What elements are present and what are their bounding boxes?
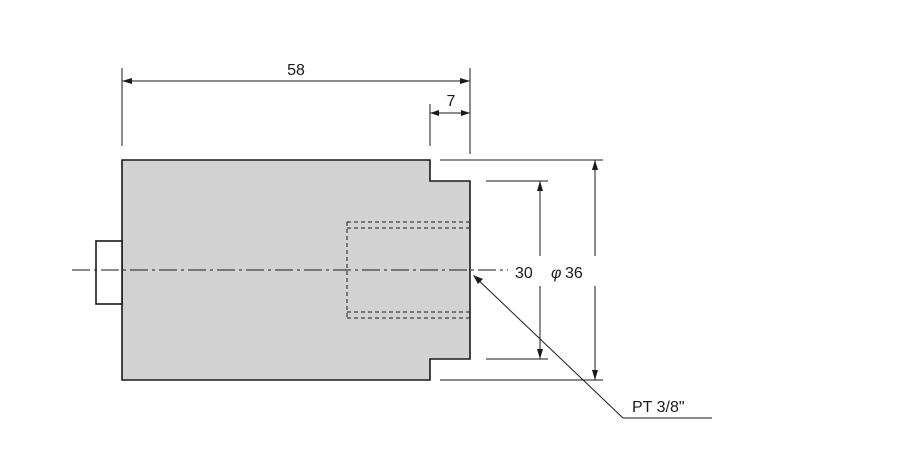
overall-length-label: 58 [287,62,305,79]
outer-diameter-label: 36 [565,265,583,282]
overall-length-dimension: 58 [121,62,471,154]
outer-diameter-dimension: φ 36 [551,160,598,380]
step-length-dimension: 7 [429,93,470,146]
thread-callout-label: PT 3/8" [632,399,685,416]
step-length-label: 7 [447,93,456,110]
bore-diameter-dimension: 30 [515,181,543,359]
threaded-bore-hidden-lines [346,221,470,319]
thread-callout-leader: PT 3/8" [473,275,712,419]
body-outline [121,159,471,381]
outer-diameter-symbol: φ [551,265,561,282]
bore-diameter-label: 30 [515,265,533,282]
rear-boss [95,240,123,305]
